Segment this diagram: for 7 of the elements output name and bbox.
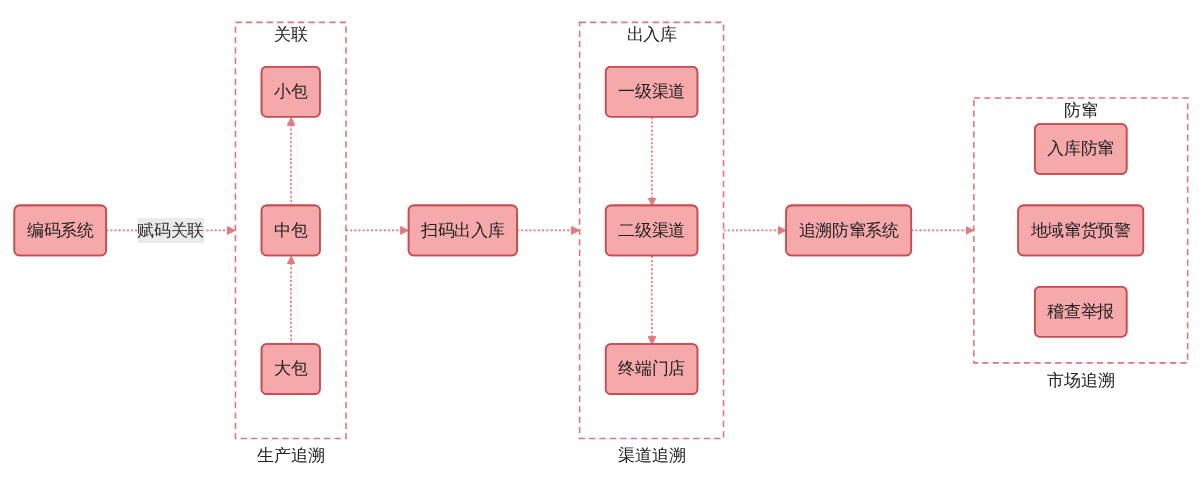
caption-text: 渠道追溯 bbox=[617, 446, 686, 466]
edge-label: 赋码关联 bbox=[137, 219, 205, 240]
arrow bbox=[647, 116, 657, 207]
arrow bbox=[647, 255, 657, 345]
caption-text: 市场追溯 bbox=[1046, 370, 1115, 390]
caption-text: 生产追溯 bbox=[256, 446, 325, 466]
arrow bbox=[286, 116, 296, 207]
